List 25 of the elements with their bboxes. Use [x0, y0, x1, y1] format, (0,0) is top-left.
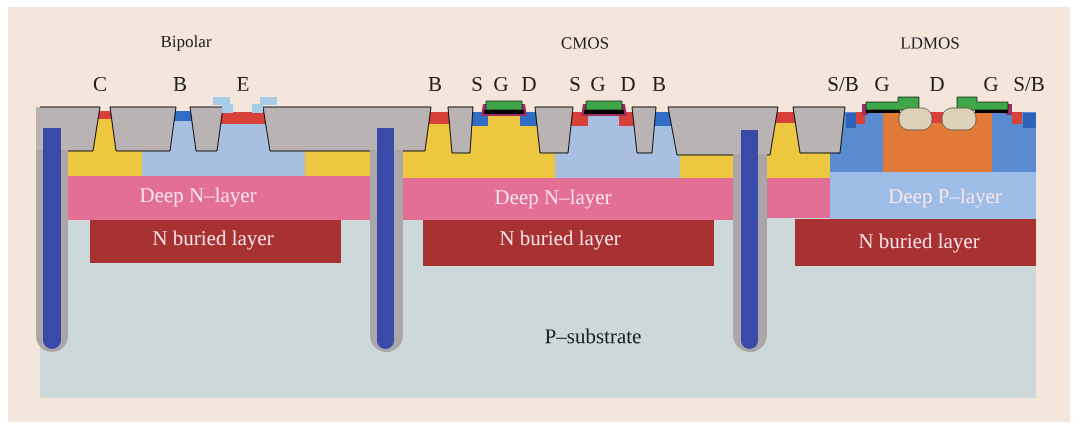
- layer-band: Deep P–layer: [830, 172, 1036, 219]
- terminal-label: B: [173, 77, 186, 91]
- terminal-label: B: [428, 77, 441, 91]
- terminal-label: G: [494, 76, 508, 92]
- terminal-label: G: [984, 76, 998, 92]
- terminal-label: G: [591, 76, 605, 92]
- terminal-label: B: [652, 77, 665, 91]
- section-heading: CMOS: [561, 37, 609, 49]
- terminal-label: S/B: [828, 76, 858, 92]
- terminal-label: E: [237, 77, 249, 91]
- terminal-label: S/B: [1014, 76, 1044, 92]
- terminal-label: G: [875, 76, 889, 92]
- layer-band: Deep N–layer: [403, 178, 733, 220]
- layer-band: N buried layer: [423, 220, 714, 266]
- section-heading: LDMOS: [900, 37, 959, 49]
- terminal-label: D: [930, 77, 944, 91]
- terminal-label: D: [522, 77, 536, 91]
- terminal-label: S: [472, 76, 482, 92]
- terminal-label: D: [621, 77, 635, 91]
- layer-band: N buried layer: [795, 219, 1036, 266]
- section-heading: Bipolar: [161, 35, 212, 51]
- layer-band: N buried layer: [90, 220, 341, 263]
- terminal-label: S: [570, 76, 580, 92]
- layer-band: Deep N–layer: [68, 176, 370, 220]
- terminal-label: C: [93, 76, 106, 92]
